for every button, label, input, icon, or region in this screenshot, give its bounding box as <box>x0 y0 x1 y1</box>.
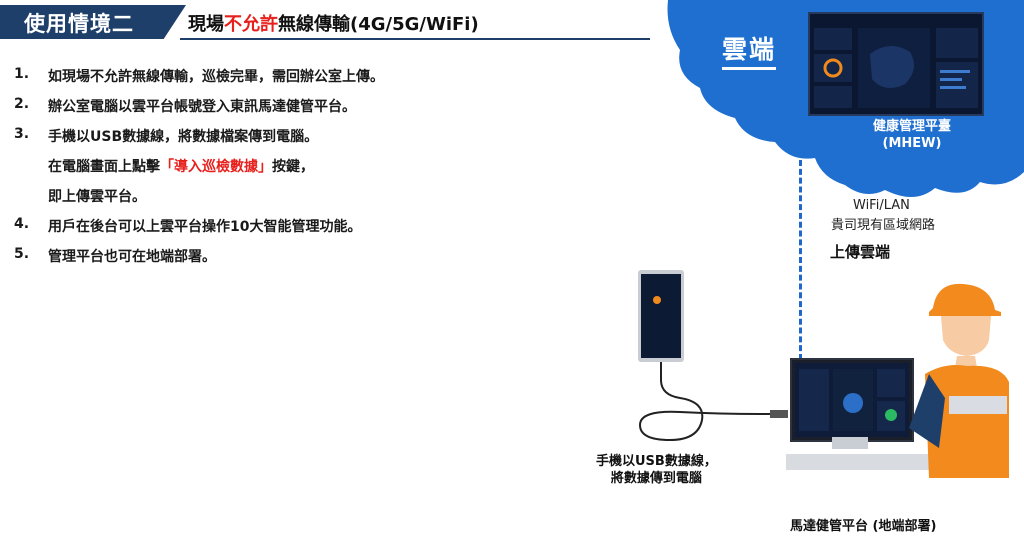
lan-label: 貴司現有區域網路 <box>831 218 936 233</box>
phone-status-dot <box>653 296 661 304</box>
step-text: 如現場不允許無線傳輸，巡檢完畢，需回辦公室上傳。 <box>48 69 384 85</box>
header-tab: 使用情境二 <box>0 5 186 39</box>
step-number: 1. <box>14 66 30 82</box>
phone-caption: 手機以USB數據線， 將數據傳到電腦 <box>596 453 717 487</box>
cont-suffix: 按鍵， <box>272 159 314 175</box>
step-text: 辦公室電腦以雲平台帳號登入東訊馬達健管平台。 <box>48 99 356 115</box>
step-3-continuation: 在電腦畫面上點擊「導入巡檢數據」按鍵， <box>48 156 314 176</box>
cloud-platform-label: 健康管理平臺 (MHEW) <box>852 118 972 152</box>
phone-icon <box>638 270 684 362</box>
step-text: 用戶在後台可以上雲平台操作10大智能管理功能。 <box>48 219 362 235</box>
phone-caption-line2: 將數據傳到電腦 <box>610 471 702 486</box>
step-number: 4. <box>14 216 30 232</box>
upload-dashed-link <box>799 160 802 360</box>
title-prefix: 現場 <box>188 14 224 35</box>
worker-icon <box>909 283 1009 478</box>
phone-caption-line1: 手機以USB數據線， <box>596 454 717 469</box>
dashboard-preview <box>814 28 978 108</box>
wifi-label: WiFi/LAN <box>853 198 910 213</box>
step-3-continuation-2: 即上傳雲平台。 <box>48 186 146 206</box>
monitor-dashboard-preview <box>799 369 905 431</box>
step-number: 2. <box>14 96 30 112</box>
platform-name: 健康管理平臺 <box>872 119 951 134</box>
step-text: 管理平台也可在地端部署。 <box>48 249 216 265</box>
step-text: 手機以USB數據線，將數據檔案傳到電腦。 <box>48 129 319 145</box>
cont-line2: 即上傳雲平台。 <box>48 189 146 205</box>
monitor-icon <box>790 358 914 442</box>
monitor-screen <box>795 363 909 437</box>
import-data-button-ref: 「導入巡檢數據」 <box>160 159 272 175</box>
header-tab-label: 使用情境二 <box>24 12 134 36</box>
step-number: 5. <box>14 246 30 262</box>
cont-prefix: 在電腦畫面上點擊 <box>48 159 160 175</box>
cloud-dashboard-thumbnail <box>808 12 984 116</box>
title-suffix: 無線傳輸(4G/5G/WiFi) <box>278 14 479 35</box>
monitor-stand <box>832 437 868 449</box>
phone-screen <box>641 274 681 358</box>
local-deployment-label: 馬達健管平台 (地端部署) <box>790 519 937 534</box>
step-number: 3. <box>14 126 30 142</box>
cloud-label: 雲端 <box>722 30 777 70</box>
page-title: 現場不允許無線傳輸(4G/5G/WiFi) <box>188 10 479 36</box>
header-underline <box>180 38 650 40</box>
title-highlight: 不允許 <box>224 14 278 35</box>
upload-cloud-label: 上傳雲端 <box>830 243 891 261</box>
platform-code: (MHEW) <box>882 136 942 151</box>
